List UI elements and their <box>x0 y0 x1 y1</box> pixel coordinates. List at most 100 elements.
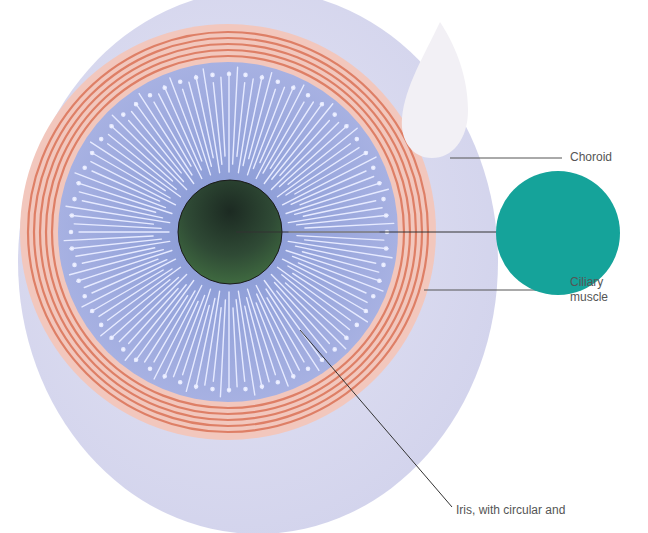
iris-fibre <box>77 251 172 282</box>
iris-dot <box>276 381 279 384</box>
iris-fibre <box>272 104 333 179</box>
iris-dot <box>211 388 214 391</box>
iris-dot <box>320 358 323 361</box>
iris-dot <box>306 367 309 370</box>
iris-dot <box>276 80 279 83</box>
choroid-layer <box>18 0 498 533</box>
iris-dot <box>163 375 166 378</box>
iris-fibre <box>135 103 194 184</box>
iris-dot <box>355 138 358 141</box>
iris-dot <box>195 385 198 388</box>
iris-dot <box>211 73 214 76</box>
iris-dot <box>385 214 388 217</box>
iris-dot <box>77 279 80 282</box>
iris-fibre <box>271 122 338 189</box>
iris-fibre <box>237 83 245 157</box>
iris-fibre <box>64 236 153 241</box>
iris-dot <box>91 309 94 312</box>
iris-fibre <box>164 301 198 378</box>
iris-fibre <box>90 270 163 312</box>
iris-dot <box>345 125 348 128</box>
iris-dot <box>292 375 295 378</box>
iris-fibre <box>233 67 238 164</box>
iris-fibre <box>70 215 153 224</box>
iris-fibre <box>119 274 186 341</box>
iris-dot <box>364 309 367 312</box>
iris-fibre <box>295 152 368 194</box>
part-label: Iris, with circular and <box>456 503 642 518</box>
iris-fibre <box>77 183 172 214</box>
iris-fibre <box>108 144 181 197</box>
iris-fibre <box>297 236 384 241</box>
iris-fibre <box>213 83 222 165</box>
iris-dot <box>69 230 72 233</box>
iris-fibre <box>220 300 225 397</box>
iris-fibre <box>300 177 374 205</box>
iris-fibre <box>79 231 169 232</box>
iris-dot <box>333 113 336 116</box>
iris-fibre <box>74 224 161 229</box>
iris-fibre <box>70 250 164 275</box>
iris-fibre <box>135 281 194 362</box>
iris-fibre <box>264 103 323 184</box>
iris-fibre <box>286 251 381 282</box>
part-label: Ciliary muscle <box>570 275 630 305</box>
iris-fibre <box>249 73 272 159</box>
iris-fibre <box>253 87 284 168</box>
iris-dot <box>122 348 125 351</box>
iris-dot <box>148 367 151 370</box>
iris-dot <box>195 76 198 79</box>
iris-dot <box>135 358 138 361</box>
iris-dot <box>333 348 336 351</box>
iris-fibre <box>256 303 288 386</box>
iris-dot <box>179 381 182 384</box>
iris-fibre <box>236 300 245 382</box>
iris-fibre <box>228 292 229 392</box>
iris-fibre <box>266 289 319 370</box>
iris-dot <box>110 125 113 128</box>
iris-dot <box>378 279 381 282</box>
iris-dot <box>227 72 230 75</box>
iris-fibre <box>75 173 166 208</box>
iris-dot <box>91 151 94 154</box>
iris-dot <box>382 263 385 266</box>
iris-dot <box>83 295 86 298</box>
iris-fibre <box>186 305 209 391</box>
iris-fibre <box>260 86 294 163</box>
leader-line <box>450 158 562 159</box>
iris-fibre <box>297 215 389 225</box>
iris-dot <box>260 385 263 388</box>
iris-dot <box>83 166 86 169</box>
iris-dot <box>378 182 381 185</box>
iris-fibre <box>84 259 158 287</box>
iris-dot <box>320 103 323 106</box>
iris-fibre <box>125 285 186 360</box>
iris-dot <box>70 214 73 217</box>
iris-dot <box>73 198 76 201</box>
iris-fibre <box>305 240 389 249</box>
iris-dot <box>148 94 151 97</box>
iris-dot <box>345 336 348 339</box>
iris-fibre <box>183 89 211 175</box>
iris-fibre <box>233 308 237 387</box>
iris-fibre <box>283 157 377 205</box>
iris-dot <box>70 247 73 250</box>
iris-fibre <box>174 296 205 377</box>
iris-fibre <box>82 259 176 307</box>
iris-fibre <box>286 283 348 339</box>
iris-dot <box>179 80 182 83</box>
iris-fibre <box>110 125 172 181</box>
iris-dot <box>260 76 263 79</box>
light-reflection <box>402 22 468 158</box>
iris-dot <box>110 336 113 339</box>
iris-fibre <box>70 239 161 249</box>
iris-fibre <box>264 281 323 362</box>
iris-fibre <box>170 78 202 161</box>
iris-fibre <box>295 189 389 214</box>
iris-fibre <box>293 256 384 291</box>
iris-fibre <box>305 223 394 228</box>
iris-dot <box>73 263 76 266</box>
leader-line <box>300 330 452 507</box>
iris-dot <box>100 323 103 326</box>
